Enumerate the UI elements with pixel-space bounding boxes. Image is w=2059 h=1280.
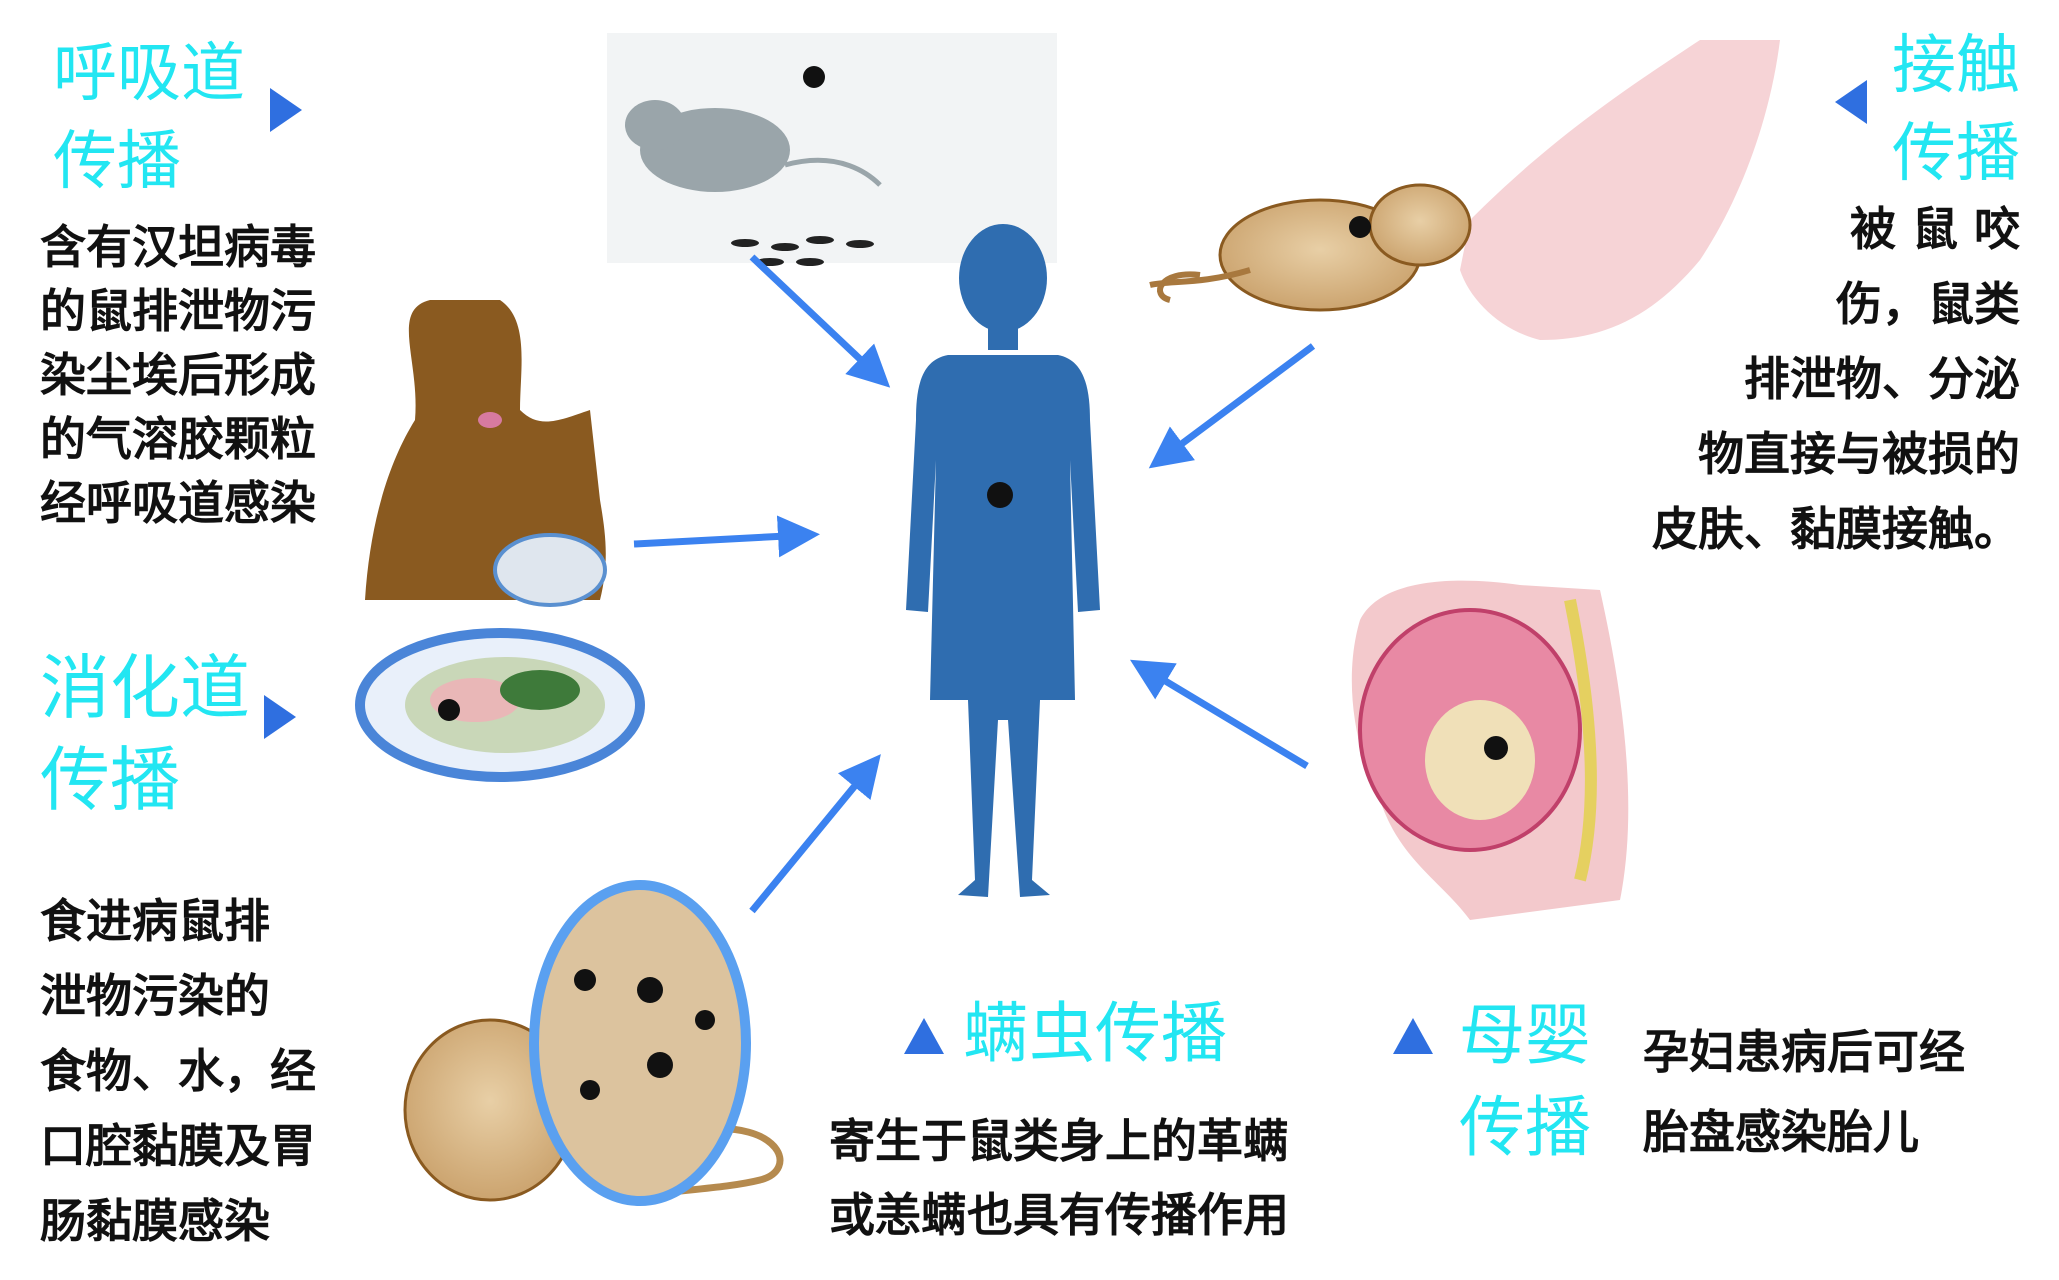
desc-line: 的气溶胶颗粒 [40,412,316,466]
desc-line: 被 鼠 咬 [1849,202,2020,256]
arrow-maternal [1129,659,1309,770]
transmission-arrows [633,254,1316,914]
digestive-title: 消化道 传播 [40,642,250,826]
triangle-right-icon [264,695,296,739]
desc-line: 孕妇患病后可经 [1643,1025,1965,1079]
desc-line: 胎盘感染胎儿 [1643,1105,1919,1159]
contact-description: 被 鼠 咬 伤，鼠类 排泄物、分泌 物直接与被损的 皮肤、黏膜接触。 [1652,192,2020,556]
title-line: 传播 [1459,1089,1591,1166]
triangle-up-icon [904,1018,944,1054]
desc-line: 经呼吸道感染 [40,476,316,530]
title-line: 传播 [53,125,181,199]
respiratory-title: 呼吸道 传播 [53,30,245,206]
title-line: 呼吸道 [53,37,245,111]
title-line: 传播 [1892,117,2020,191]
desc-line: 物直接与被损的 [1698,427,2020,481]
title-line: 接触 [1892,29,2020,103]
virus-dot [987,482,1013,508]
desc-line: 染尘埃后形成 [40,348,316,402]
child-silhouette [906,224,1100,897]
arrow-mite [749,754,881,914]
arrow-contact [1148,343,1316,469]
mouse-with-mites-image [403,880,784,1206]
desc-line: 食物、水，经 [40,1044,316,1098]
arrow-digestive [633,515,820,558]
triangle-right-icon [270,88,302,132]
virus-dot [803,66,825,88]
arrow-respiratory [749,254,891,388]
title-line: 传播 [40,739,180,821]
pregnancy-cross-section-image [1351,580,1629,920]
desc-line: 皮肤、黏膜接触。 [1652,502,2020,556]
digestive-description: 食进病鼠排 泄物污染的 食物、水，经 口腔黏膜及胃 肠黏膜感染 [40,884,316,1248]
maternal-description: 孕妇患病后可经 胎盘感染胎儿 [1643,1012,1965,1159]
virus-dot [1484,736,1508,760]
mouse-bite-hand-image [1149,40,1780,340]
triangle-up-icon [1393,1018,1433,1054]
desc-line: 口腔黏膜及胃 [40,1119,316,1173]
grey-mouse-image [607,33,1057,266]
maternal-title: 母婴 传播 [1459,990,1591,1174]
mite-title: 螨虫传播 [963,995,1227,1072]
virus-dot [438,699,460,721]
title-line: 消化道 [40,647,250,729]
desc-line: 寄生于鼠类身上的革螨 [829,1114,1289,1168]
desc-line: 肠黏膜感染 [40,1194,270,1248]
desc-line: 食进病鼠排 [40,894,270,948]
desc-line: 或恙螨也具有传播作用 [829,1188,1289,1242]
desc-line: 含有汉坦病毒 [40,220,316,274]
desc-line: 的鼠排泄物污 [40,284,316,338]
triangle-left-icon [1835,80,1867,124]
desc-line: 排泄物、分泌 [1744,352,2020,406]
desc-line: 泄物污染的 [40,969,270,1023]
respiratory-description: 含有汉坦病毒 的鼠排泄物污 染尘埃后形成 的气溶胶颗粒 经呼吸道感染 [40,215,316,530]
child-eating-image [355,300,645,782]
mite-description: 寄生于鼠类身上的革螨 或恙螨也具有传播作用 [829,1104,1289,1242]
virus-dot [1349,216,1371,238]
title-line: 母婴 [1459,997,1591,1074]
contact-title: 接触 传播 [1892,22,2020,198]
desc-line: 伤，鼠类 [1836,277,2020,331]
